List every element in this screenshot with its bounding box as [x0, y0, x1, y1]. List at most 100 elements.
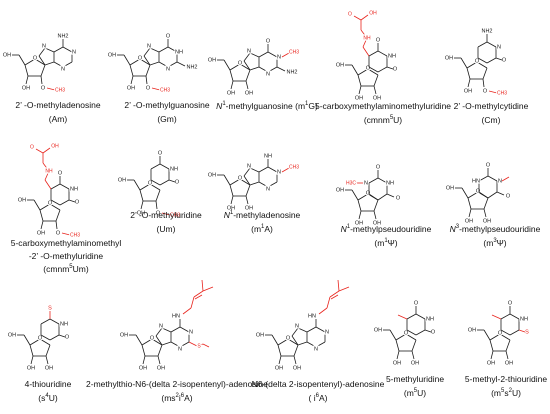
label-m1psi: N1-methylpseudouridine: [340, 224, 432, 234]
svg-text:S: S: [525, 329, 529, 335]
svg-text:OH: OH: [137, 210, 145, 216]
label-m1g: N1-methylguanosine (m1G): [216, 101, 318, 111]
svg-text:OH: OH: [355, 220, 363, 226]
label-m3psi: N3-methylpseudouridine: [449, 224, 541, 234]
svg-text:OH: OH: [505, 360, 513, 366]
svg-text:NH2: NH2: [57, 33, 68, 39]
svg-text:OH: OH: [227, 90, 235, 96]
svg-text:OH: OH: [120, 332, 128, 338]
svg-text:OH: OH: [22, 85, 30, 91]
abbr-i6a: ( i6A): [308, 393, 328, 403]
svg-text:N: N: [189, 329, 193, 335]
svg-text:O: O: [238, 60, 243, 66]
svg-text:OH: OH: [374, 327, 382, 333]
svg-text:OH: OH: [51, 143, 59, 149]
svg-text:OH: OH: [118, 177, 126, 183]
svg-text:NH: NH: [426, 316, 434, 322]
abbr-cm: (Cm): [481, 115, 501, 125]
svg-text:O: O: [475, 58, 480, 64]
svg-text:N: N: [266, 186, 270, 192]
svg-text:O: O: [366, 190, 371, 196]
svg-text:O: O: [48, 200, 53, 206]
svg-text:NH: NH: [45, 168, 53, 174]
svg-text:OH: OH: [293, 365, 301, 371]
svg-text:O: O: [486, 162, 491, 168]
svg-text:N: N: [247, 163, 251, 169]
svg-text:NH: NH: [60, 321, 68, 327]
svg-text:O: O: [166, 33, 171, 39]
abbr-s4u: (s4U): [38, 393, 58, 403]
svg-text:O: O: [156, 210, 161, 216]
svg-text:OH: OH: [355, 95, 363, 101]
label-cmnm5um-line1: 5-carboxymethylaminomethyl: [10, 238, 122, 248]
svg-text:O: O: [376, 37, 381, 43]
svg-text:OH: OH: [468, 327, 476, 333]
svg-text:OH: OH: [369, 10, 377, 16]
svg-text:OH: OH: [45, 365, 53, 371]
svg-text:O: O: [396, 195, 401, 201]
svg-text:OH: OH: [245, 205, 253, 211]
svg-text:OH: OH: [465, 218, 473, 224]
svg-text:N: N: [314, 346, 318, 352]
label-um: 2’ -O-methyluridine: [130, 210, 202, 220]
svg-text:CH3: CH3: [55, 87, 65, 93]
svg-text:N: N: [42, 43, 46, 49]
svg-text:O: O: [476, 188, 481, 194]
svg-text:OH: OH: [464, 88, 472, 94]
svg-text:O: O: [33, 55, 38, 61]
label-cmnm5um-line2: -2’ -O-methyluridine: [28, 251, 104, 261]
abbr-cmnm5um: (cmnm5Um): [43, 264, 89, 274]
svg-text:O: O: [38, 335, 43, 341]
abbr-m3psi: (m3Ψ): [483, 238, 507, 248]
svg-text:O: O: [30, 144, 34, 150]
svg-text:N: N: [277, 54, 281, 60]
svg-text:N: N: [498, 178, 502, 184]
svg-text:NH: NH: [388, 53, 396, 59]
svg-text:O: O: [175, 179, 180, 185]
svg-text:OH: OH: [275, 365, 283, 371]
svg-text:N: N: [295, 323, 299, 329]
abbr-am: (Am): [48, 114, 68, 124]
label-cmnm5u: 5-carboxymethylaminomethyluridine: [314, 101, 452, 111]
svg-text:O: O: [502, 57, 507, 63]
svg-text:N: N: [178, 346, 182, 352]
svg-text:O: O: [506, 193, 511, 199]
svg-text:NH: NH: [175, 49, 183, 55]
svg-text:O: O: [65, 334, 70, 340]
svg-text:OH: OH: [108, 52, 116, 58]
svg-text:NH: NH: [520, 316, 528, 322]
svg-text:O: O: [376, 164, 381, 170]
svg-text:O: O: [238, 175, 243, 181]
svg-text:NH: NH: [363, 35, 371, 41]
svg-text:N: N: [61, 66, 65, 72]
svg-text:O: O: [348, 11, 352, 17]
svg-text:O: O: [138, 55, 143, 61]
svg-text:N: N: [247, 48, 251, 54]
svg-text:NH: NH: [70, 186, 78, 192]
svg-text:CH3: CH3: [70, 232, 80, 238]
svg-text:OH: OH: [256, 332, 264, 338]
svg-text:N: N: [72, 49, 76, 55]
svg-text:CH3: CH3: [170, 212, 180, 218]
svg-text:OH: OH: [483, 218, 491, 224]
svg-text:CH3: CH3: [289, 49, 299, 55]
svg-text:OH: OH: [487, 360, 495, 366]
label-s4u: 4-thiouridine: [24, 379, 72, 389]
label-ms2i6a: 2-methylthio-N6-(delta 2-isopentenyl)-ad…: [86, 379, 268, 389]
svg-text:N: N: [159, 323, 163, 329]
svg-text:O: O: [75, 199, 80, 205]
svg-text:N: N: [497, 44, 501, 50]
svg-text:S: S: [197, 343, 201, 349]
svg-text:NH2: NH2: [481, 28, 492, 34]
svg-text:O: O: [483, 88, 488, 94]
svg-text:S: S: [48, 305, 52, 311]
